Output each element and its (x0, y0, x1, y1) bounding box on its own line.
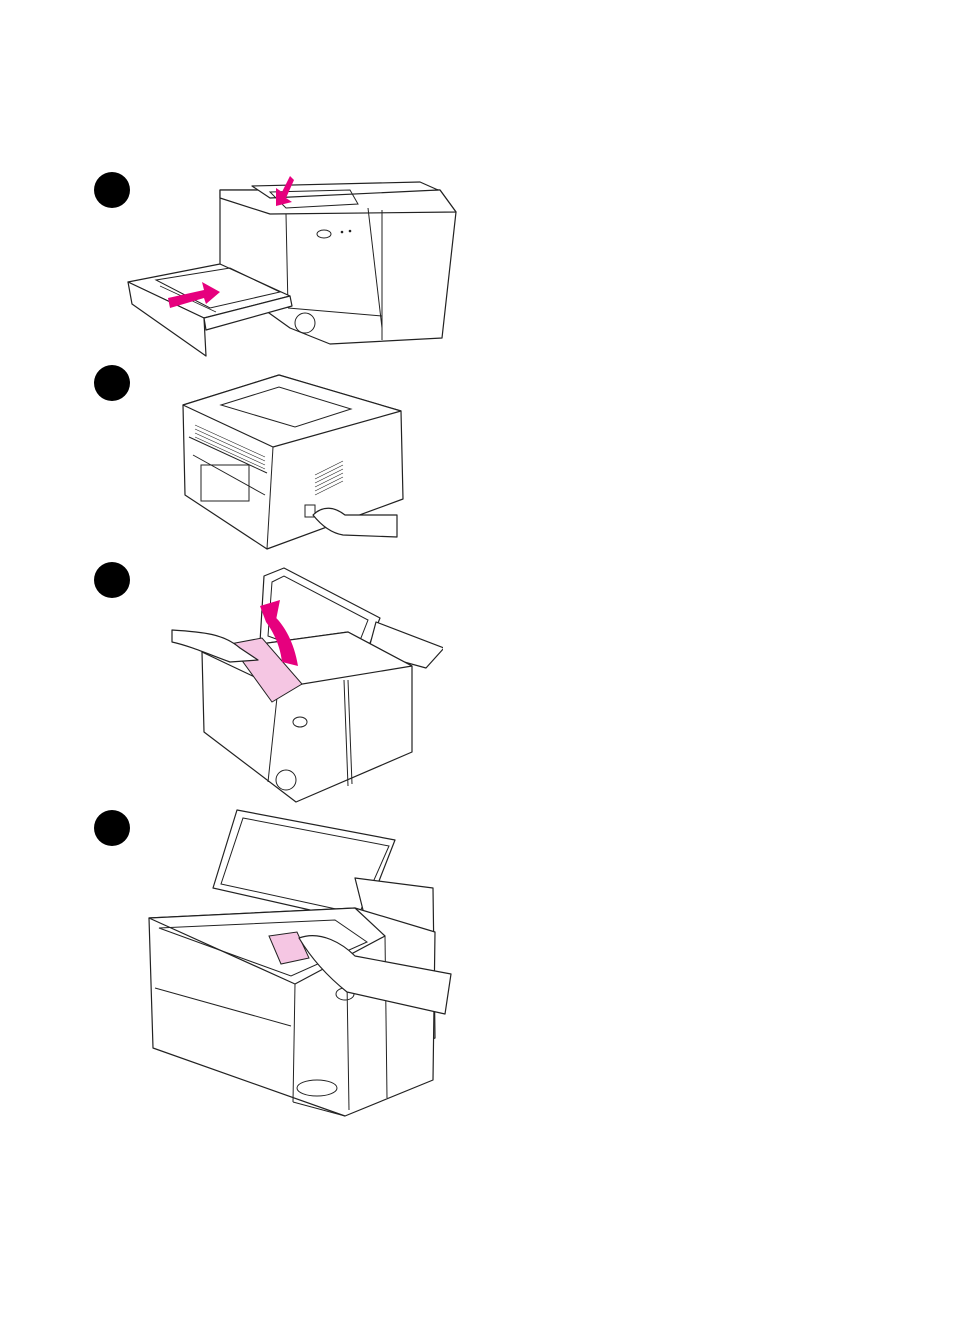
step-4-marker (94, 810, 130, 846)
step-3-marker (94, 562, 130, 598)
step-3-illustration-toner-removal (168, 562, 443, 807)
step-2-illustration-printer-power (175, 365, 405, 555)
step-2-marker (94, 365, 130, 401)
step-1-illustration-printer-tray (120, 168, 465, 360)
step-4-illustration-jam-clearing (145, 808, 455, 1120)
